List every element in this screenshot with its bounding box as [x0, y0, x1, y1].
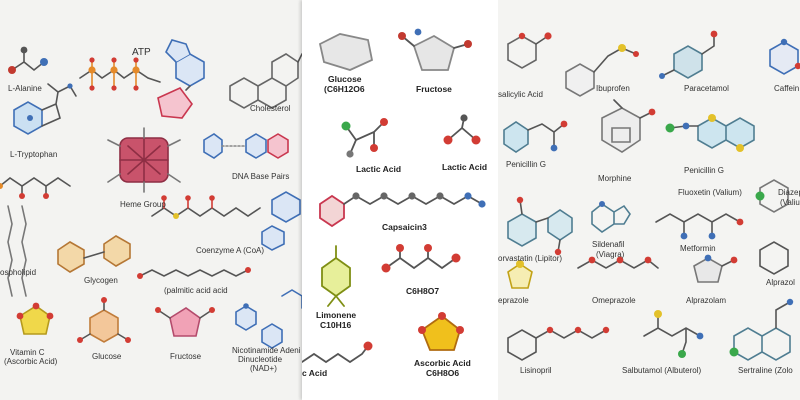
atp-label: ATP	[132, 47, 151, 58]
dna-base-pairs-label: DNA Base Pairs	[232, 172, 290, 181]
phospholipid-label: ospholipid	[0, 268, 37, 277]
fructose-mid-label: Fructose	[416, 84, 452, 94]
caffeine-label: Caffein	[774, 84, 800, 93]
lactic-acid-label-1: Lactic Acid	[356, 164, 402, 174]
omeprazole-label-2: Omeprazole	[592, 296, 636, 305]
lactic-acid-label-2: Lactic Acid	[442, 162, 488, 172]
left-molecule-panel: L-Alanine ATP L-Tryptophan Cholesterol H…	[0, 0, 302, 400]
morphine-label: Morphine	[598, 174, 632, 183]
middle-molecule-drawings	[302, 28, 486, 364]
paracetamol-label: Paracetamol	[684, 84, 729, 93]
alprazolam-label-1: Alprazolam	[686, 296, 727, 305]
acid-partial-label: c Acid	[302, 368, 328, 378]
nad-label-line2: Dinucleotide	[238, 355, 283, 364]
ascorbic-acid-sub-label: (Ascorbic Acid)	[4, 357, 58, 366]
ibuprofen-label: Ibuprofen	[596, 84, 630, 93]
heme-group-label: Heme Group	[120, 200, 166, 209]
ascorbic-acid-label: Ascorbic Acid	[414, 358, 471, 368]
palmitic-acid-label: (palmitic acid acid	[164, 286, 228, 295]
diazepam-label: Diazep	[778, 188, 800, 197]
alprazolam-label-2: Alprazol	[766, 278, 795, 287]
cholesterol-label: Cholesterol	[250, 104, 291, 113]
lisinopril-label: Lisinopril	[520, 366, 552, 375]
coenzyme-a-label: Coenzyme A (CoA)	[196, 246, 265, 255]
glucose-mid-formula: (C6H12O6	[324, 84, 365, 94]
omeprazole-label-1: eprazole	[498, 296, 529, 305]
atorvastatin-label: orvastatin (Lipitor)	[498, 254, 563, 263]
right-molecule-panel: salicylic Acid Ibuprofen Paracetamol Caf…	[498, 0, 800, 400]
fluoxetine-label: Fluoxetin (Valium)	[678, 188, 742, 197]
sertraline-label: Sertraline (Zolo	[738, 366, 793, 375]
vitamin-c-label: Vitamin C	[10, 348, 45, 357]
sildenafil-label: Sildenafil	[592, 240, 625, 249]
right-molecule-drawings	[503, 30, 800, 361]
fructose-label: Fructose	[170, 352, 202, 361]
ascorbic-acid-formula: C6H8O6	[426, 368, 460, 378]
nad-label-line1: Nicotinamide Adeni	[232, 346, 301, 355]
salicylic-acid-label: salicylic Acid	[498, 90, 543, 99]
sildenafil-sub-label: (Viagra)	[596, 250, 625, 259]
l-alanine-label: L-Alanine	[8, 84, 42, 93]
salbutamol-label: Salbutamol (Albuterol)	[622, 366, 702, 375]
penicillin-g-label-2: Penicillin G	[684, 166, 725, 175]
nad-label-line3: (NAD+)	[250, 364, 277, 373]
capsaicin-label: Capsaicin3	[382, 222, 427, 232]
limonene-label: Limonene	[316, 310, 357, 320]
metformin-label: Metformin	[680, 244, 716, 253]
diazepam-sub-label: (Valiu	[780, 198, 800, 207]
citric-formula-label: C6H8O7	[406, 286, 440, 296]
glucose-mid-label: Glucose	[328, 74, 362, 84]
left-molecule-drawings	[0, 39, 302, 349]
glycogen-label: Glycogen	[84, 276, 118, 285]
l-tryptophan-label: L-Tryptophan	[10, 150, 58, 159]
penicillin-g-label-1: Penicillin G	[506, 160, 547, 169]
glucose-label: Glucose	[92, 352, 122, 361]
limonene-formula: C10H16	[320, 320, 352, 330]
middle-molecule-panel: Glucose (C6H12O6 Fructose Lactic Acid La…	[302, 0, 498, 400]
